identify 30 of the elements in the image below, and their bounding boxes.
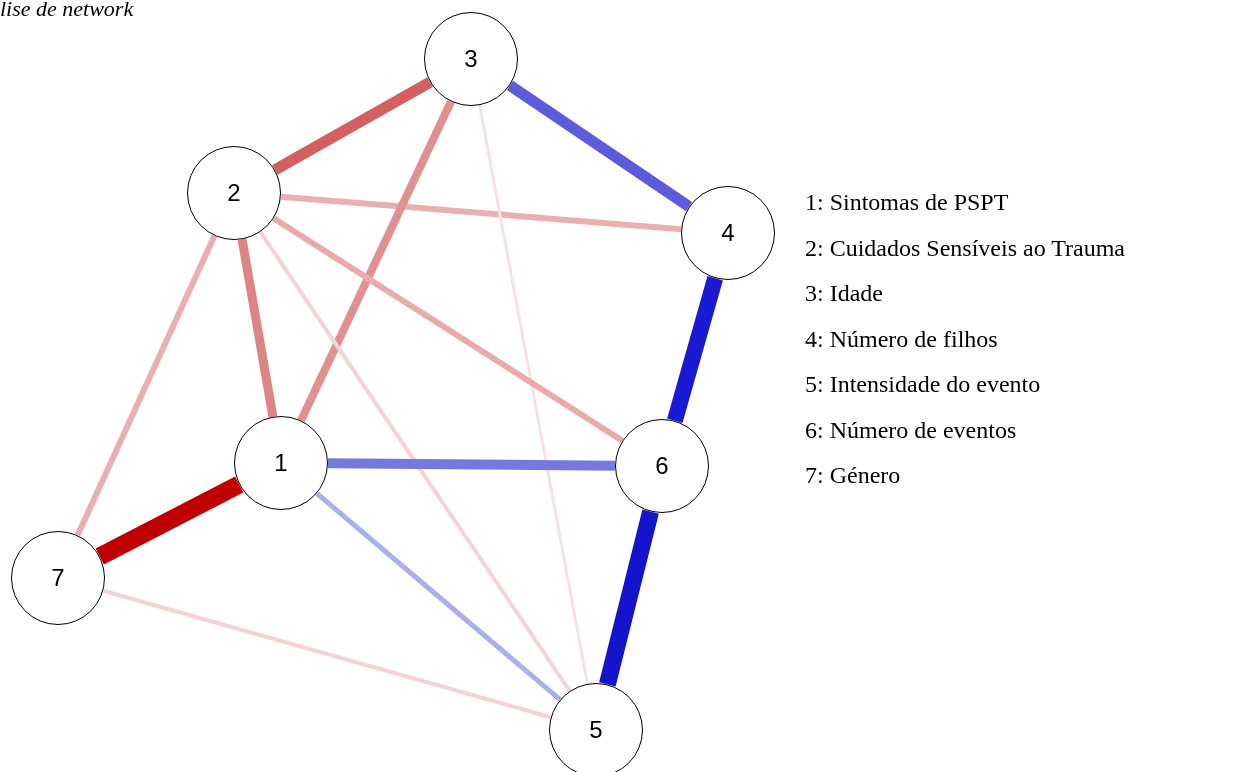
- legend-text: 2: Cuidados Sensíveis ao Trauma: [805, 233, 1125, 263]
- network-edge: [95, 476, 244, 565]
- network-edge: [272, 77, 433, 175]
- node-circle: 5: [549, 683, 643, 772]
- node-circle: 6: [615, 419, 709, 513]
- network-edge: [102, 588, 552, 720]
- title: lise de network: [0, 0, 134, 22]
- legend-text: 7: Género: [805, 461, 902, 490]
- node-circle: 4: [681, 186, 775, 280]
- node-circle: 7: [11, 531, 105, 625]
- legend-text: 3: Idade: [805, 279, 884, 308]
- network-edge: [478, 104, 589, 685]
- legend-text: 4: Número de filhos: [805, 324, 999, 354]
- network-edge: [74, 234, 218, 537]
- legend-text: 5: Intensidade do evento: [805, 370, 1042, 399]
- network-edge: [599, 509, 659, 687]
- network-edge: [506, 80, 693, 212]
- legend-text: 6: Número de eventos: [805, 415, 1018, 445]
- network-edge: [315, 491, 562, 702]
- network-edge: [258, 230, 572, 693]
- network-edge: [237, 238, 278, 418]
- network-edge: [272, 215, 624, 444]
- legend-text: 1: Sintomas de PSPT: [805, 188, 1010, 217]
- node-circle: 3: [424, 12, 518, 106]
- node-circle: 1: [234, 416, 328, 510]
- network-edge: [297, 99, 455, 423]
- network-edge: [280, 193, 682, 233]
- node-circle: 2: [187, 146, 281, 240]
- network-edge: [667, 276, 723, 423]
- network-edge: [327, 458, 616, 471]
